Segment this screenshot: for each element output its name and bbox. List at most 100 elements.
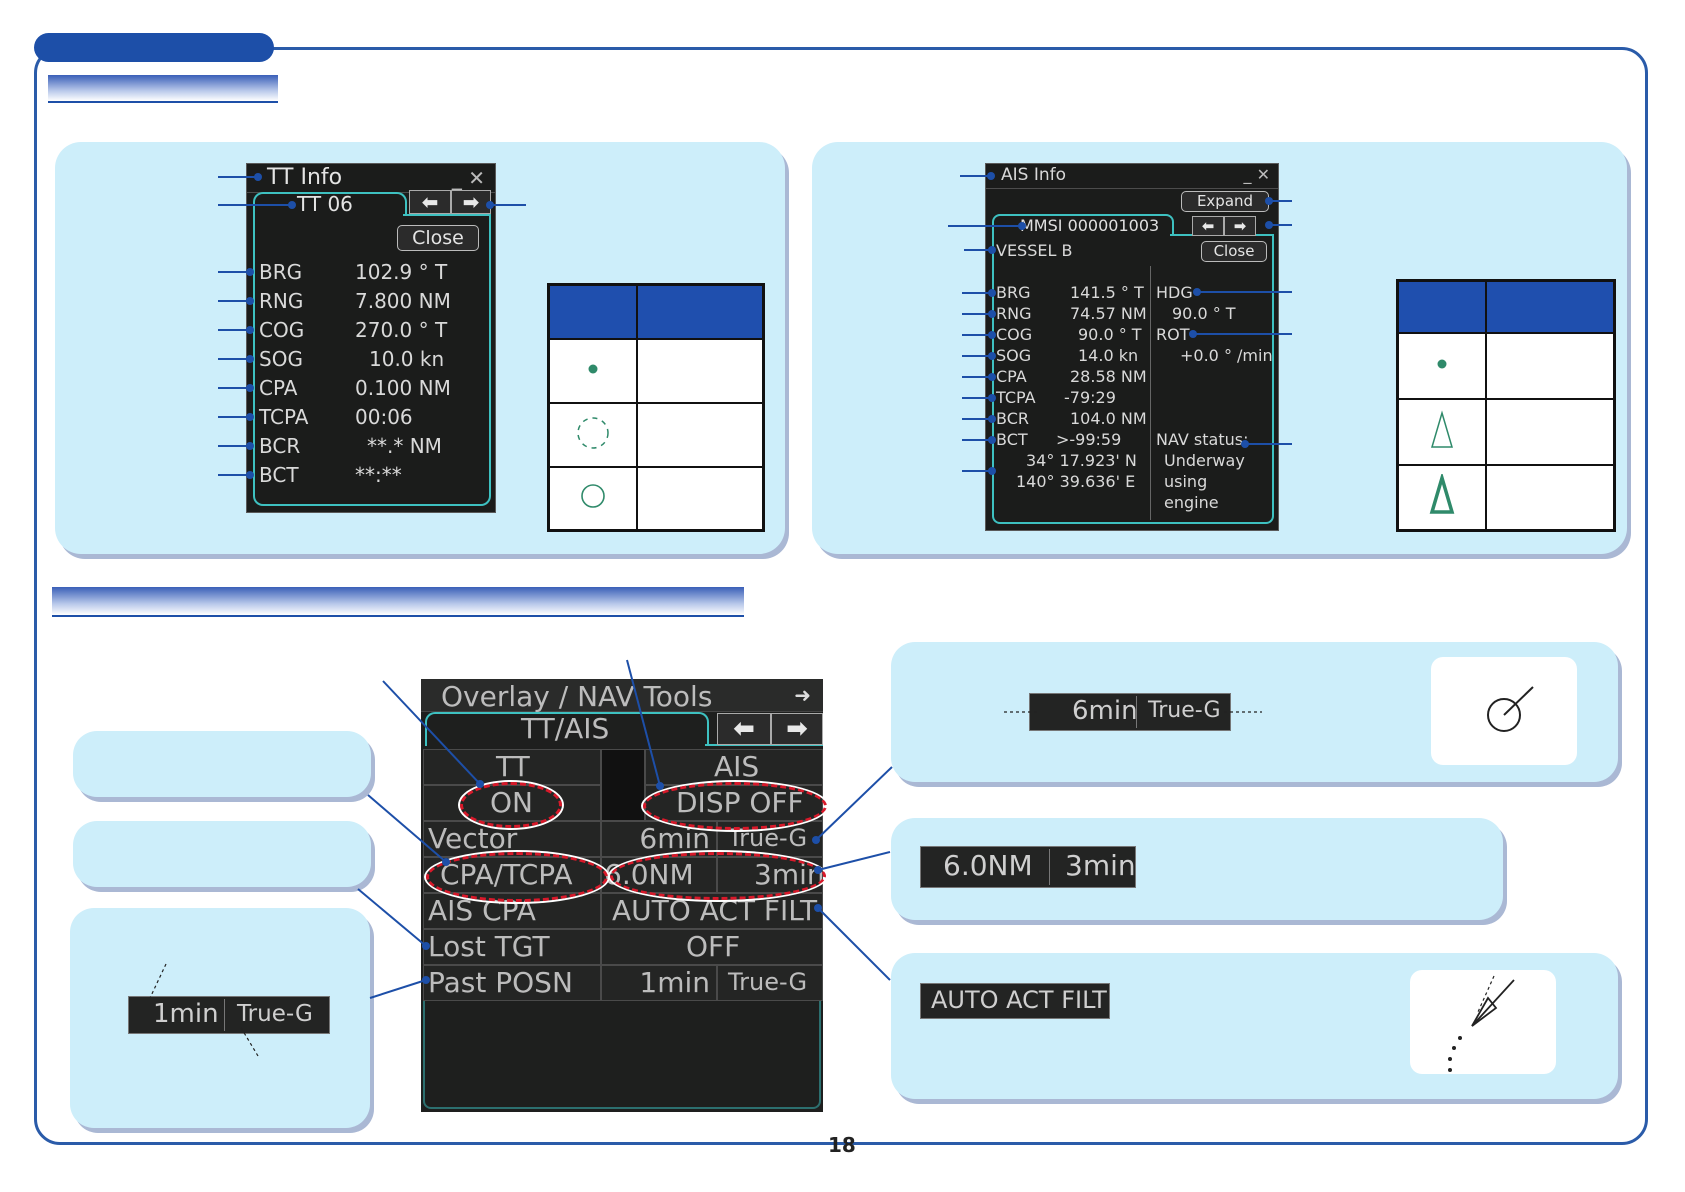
- divider: [1049, 849, 1050, 885]
- menu-row-label-cell[interactable]: Past POSN: [423, 965, 601, 1001]
- table-cell: [547, 337, 638, 404]
- window-controls-icon[interactable]: _ ✕: [451, 166, 485, 190]
- hdg-value: 90.0 ° T: [1172, 304, 1236, 323]
- triangle-bold-icon: [1429, 472, 1455, 514]
- tt-row-value: 10.0 kn: [369, 347, 445, 371]
- vector-time-sample: 6min: [1072, 696, 1138, 726]
- section-heading-bar-2: [52, 587, 744, 617]
- ais-row-label: SOG: [996, 346, 1032, 365]
- nav-status-line: engine: [1164, 493, 1219, 512]
- menu-row-label-cell[interactable]: Lost TGT: [423, 929, 601, 965]
- triangle-outline-icon: [1430, 409, 1454, 448]
- ais-row-label: COG: [996, 325, 1033, 344]
- ais-cpa-sample: AUTO ACT FILT: [920, 983, 1110, 1019]
- table-cell: [1396, 397, 1487, 466]
- tt-row-value: 00:06: [355, 405, 413, 429]
- table-cell: [1485, 463, 1616, 532]
- page-frame: [34, 47, 1648, 1145]
- ais-cpa-value-sample: AUTO ACT FILT: [931, 986, 1107, 1014]
- tt-row-label: BCR: [259, 434, 301, 458]
- cpa-tcpa-sample: 6.0NM 3min: [920, 846, 1136, 888]
- nav-status-line: Underway: [1164, 451, 1245, 470]
- prev-arrow-button[interactable]: ⬅: [409, 190, 451, 214]
- tt-row-value: 270.0 ° T: [355, 318, 448, 342]
- ais-info-title: AIS Info: [1001, 165, 1067, 185]
- menu-tab-outline: [425, 712, 709, 746]
- tt-row-label: BRG: [259, 260, 303, 284]
- tt-row-label: COG: [259, 318, 305, 342]
- black-gap-cell: [601, 749, 645, 821]
- ais-tab-label[interactable]: MMSI 000001003: [1020, 216, 1160, 235]
- ais-row-label: TCPA: [996, 388, 1036, 407]
- tt-tab-label[interactable]: TT 06: [297, 192, 353, 216]
- cpa-value-sample: 6.0NM: [943, 849, 1033, 882]
- section-tab: [34, 33, 274, 62]
- callout-bubble-2: [73, 821, 371, 887]
- next-arrow-button[interactable]: ➡: [1224, 216, 1256, 236]
- window-controls-icon[interactable]: _ ✕: [1243, 165, 1271, 184]
- table-header-cell: [1396, 279, 1487, 334]
- ais-close-button[interactable]: Close: [1201, 241, 1267, 262]
- menu-tab-label[interactable]: TT/AIS: [521, 712, 610, 745]
- tt-row-value: **.* NM: [367, 434, 442, 458]
- menu-row-value-cell[interactable]: 1min: [601, 965, 717, 1001]
- ais-row-value: 14.0 kn: [1078, 346, 1139, 365]
- menu-title: Overlay / NAV Tools: [441, 680, 713, 713]
- menu-row-label: Lost TGT: [428, 930, 550, 963]
- divider: [1136, 696, 1137, 728]
- table-cell: [636, 337, 765, 404]
- past-mode-sample: True-G: [237, 1001, 313, 1027]
- menu-arrow-icon[interactable]: ➜: [794, 683, 811, 707]
- longitude-value: 140° 39.636' E: [1016, 472, 1136, 491]
- cpa-tcpa-label-highlight: [426, 852, 608, 902]
- nav-status-line: using: [1164, 472, 1208, 491]
- ais-cpa-symbol-box: [1410, 970, 1556, 1074]
- table-cell: [547, 401, 638, 468]
- ais-header: AIS: [714, 750, 760, 783]
- menu-row-value2: True-G: [728, 968, 808, 996]
- circle-symbol-icon: [581, 484, 605, 509]
- prev-arrow-button[interactable]: ⬅: [1192, 216, 1224, 236]
- tt-row-value: 102.9 ° T: [355, 260, 448, 284]
- vector-dashed-pointers: [1004, 711, 1262, 713]
- ais-row-value: 141.5 ° T: [1070, 283, 1144, 302]
- tt-header: TT: [496, 750, 530, 783]
- ais-row-value: 104.0 NM: [1070, 409, 1147, 428]
- dashed-circle-icon: [577, 416, 609, 449]
- hdg-label: HDG: [1156, 283, 1193, 302]
- ais-row-value: >-99:59: [1056, 430, 1122, 449]
- tt-symbol-table: [547, 283, 765, 532]
- vector-mode-sample: True-G: [1148, 698, 1221, 723]
- next-arrow-button[interactable]: ➡: [451, 190, 491, 214]
- table-header-cell: [547, 283, 638, 340]
- callout-bubble-1: [73, 731, 371, 797]
- menu-titlebar: Overlay / NAV Tools ➜: [421, 679, 823, 713]
- latitude-value: 34° 17.923' N: [1026, 451, 1137, 470]
- menu-tab-line: [705, 744, 823, 746]
- expand-button[interactable]: Expand: [1181, 191, 1269, 212]
- tcpa-value-sample: 3min: [1065, 849, 1136, 882]
- table-cell: [1396, 331, 1487, 400]
- ais-row-label: CPA: [996, 367, 1027, 386]
- vector-sample: 6min True-G: [1029, 693, 1231, 731]
- tt-row-value: 7.800 NM: [355, 289, 451, 313]
- ais-header-cell: AIS: [645, 749, 823, 785]
- tt-close-button[interactable]: Close: [397, 225, 479, 251]
- rot-value: +0.0 ° /min: [1180, 346, 1273, 365]
- ais-row-value: -79:29: [1064, 388, 1116, 407]
- menu-row-value: OFF: [686, 930, 741, 963]
- dot-symbol-icon: [588, 364, 598, 373]
- menu-row-label: Past POSN: [428, 966, 573, 999]
- menu-row-value2-cell[interactable]: True-G: [717, 965, 823, 1001]
- tt-row-value: 0.100 NM: [355, 376, 451, 400]
- dot-symbol-icon: [1437, 359, 1447, 368]
- tt-info-title: TT Info: [267, 165, 343, 190]
- next-arrow-button[interactable]: ➡: [771, 713, 823, 745]
- tt-info-window: TT Info _ ✕ TT 06 ⬅ ➡ Close BRG 102.9 ° …: [246, 163, 496, 513]
- menu-row-value-cell[interactable]: OFF: [601, 929, 823, 965]
- ais-row-label: BCT: [996, 430, 1028, 449]
- vessel-name: VESSEL B: [996, 241, 1073, 260]
- prev-arrow-button[interactable]: ⬅: [717, 713, 771, 745]
- table-header-cell: [1485, 279, 1616, 334]
- table-cell: [1396, 463, 1487, 532]
